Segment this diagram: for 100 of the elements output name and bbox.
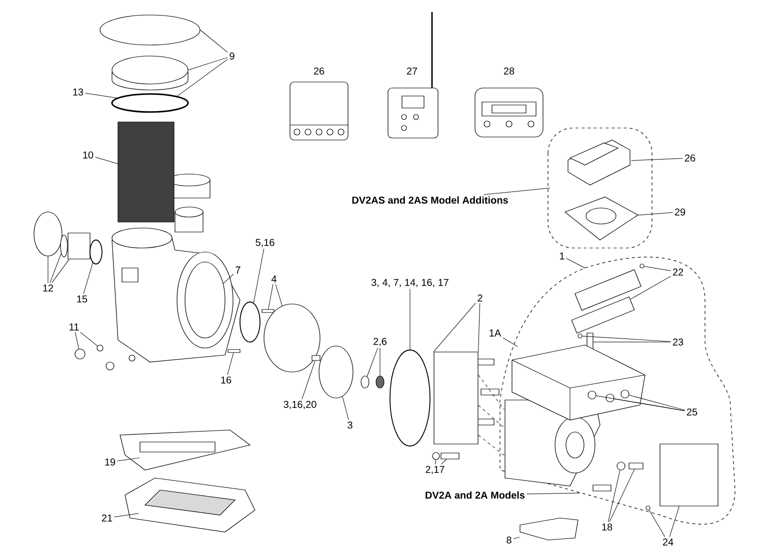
- leader-line: [83, 262, 94, 294]
- leader-line: [114, 513, 139, 518]
- pump-stand: [120, 430, 251, 470]
- callout-number: 4: [271, 276, 276, 282]
- callout-number: 12: [43, 284, 54, 292]
- callout-number: 3,16,20: [284, 400, 316, 410]
- pump-housing: [112, 228, 240, 362]
- group-label: DV2A and 2A Models: [426, 491, 525, 499]
- callout-number: 10: [83, 151, 94, 159]
- leader-line: [478, 434, 504, 456]
- callout-number: 27: [406, 68, 418, 74]
- tailpiece-o-ring: [90, 240, 102, 264]
- diffuser-pin: [262, 309, 274, 313]
- leader-line: [188, 57, 228, 70]
- callout-number: 24: [662, 538, 674, 546]
- leader-line: [631, 158, 683, 161]
- leader-line: [614, 398, 685, 412]
- callout-number: 29: [674, 208, 686, 216]
- leader-line: [608, 470, 620, 522]
- leader-line: [95, 156, 118, 164]
- callout-number: 5,16: [256, 238, 274, 248]
- leader-line: [648, 510, 666, 538]
- leader-line: [630, 276, 671, 300]
- impeller: [318, 346, 354, 398]
- callout-number: 25: [686, 408, 698, 416]
- callout-number: 28: [504, 67, 514, 75]
- leader-line: [85, 92, 118, 98]
- leader-line: [483, 188, 550, 195]
- leader-line: [177, 59, 228, 96]
- leader-line: [566, 258, 586, 268]
- seal-plate: [434, 352, 478, 444]
- callout-number: 3: [348, 421, 352, 429]
- leader-line: [513, 536, 520, 540]
- control-cover: [574, 269, 642, 311]
- callout-number: 22: [672, 268, 684, 276]
- leader-line: [80, 332, 98, 346]
- drain-plug: [96, 344, 104, 352]
- callout-number: 21: [102, 514, 112, 522]
- callout-number: 2,17: [426, 466, 444, 474]
- strainer-lid: [112, 56, 188, 90]
- callout-number: 1A: [490, 330, 502, 336]
- leader-line: [52, 259, 70, 284]
- leader-line: [638, 212, 673, 216]
- leader-line: [441, 459, 447, 464]
- leader-line: [50, 253, 62, 284]
- washer: [432, 452, 440, 460]
- cable-port: [588, 390, 596, 400]
- group-label: DV2AS and 2AS Model Additions: [352, 196, 508, 204]
- cover-screw: [640, 264, 644, 268]
- housing-o-ring: [240, 302, 260, 342]
- leader-line: [644, 266, 671, 272]
- bolt: [628, 462, 644, 470]
- cover-gasket: [571, 296, 635, 334]
- callout-number: 7: [236, 266, 240, 274]
- leader-line: [669, 506, 680, 538]
- callout-number: 26: [314, 67, 324, 75]
- seal-seat: [376, 376, 384, 388]
- leader-line: [502, 337, 518, 347]
- drain-plug: [74, 348, 86, 360]
- leader-line: [628, 394, 685, 410]
- callout-number: 19: [105, 458, 116, 466]
- leader-line: [117, 458, 140, 462]
- leader-line: [227, 352, 234, 376]
- seal-plate-o-ring: [390, 350, 430, 446]
- handle: [520, 518, 578, 540]
- cover-screw: [578, 334, 582, 338]
- cable-port: [606, 394, 614, 402]
- callout-number: 13: [73, 88, 84, 96]
- leader-line: [268, 284, 274, 310]
- housing-pin: [228, 349, 240, 353]
- callout-number: 18: [602, 523, 612, 531]
- leader-line: [74, 332, 80, 350]
- callout-number: 8: [506, 536, 512, 544]
- callout-number: 16: [221, 376, 232, 384]
- leader-line: [342, 396, 349, 420]
- callout-number: 9: [230, 52, 234, 60]
- leader-line: [478, 302, 480, 352]
- callout-number: 2,6: [374, 338, 387, 346]
- strainer-basket: [118, 122, 174, 222]
- leader-line: [275, 284, 282, 306]
- leader-line: [582, 336, 671, 342]
- callout-number: 15: [77, 296, 88, 302]
- callout-number: 23: [672, 338, 684, 346]
- shaft-seal: [360, 376, 370, 388]
- leader-line: [478, 374, 504, 410]
- callout-number: 2: [478, 294, 482, 302]
- leader-line: [435, 460, 436, 464]
- leader-line: [253, 248, 264, 304]
- diffuser: [264, 304, 320, 372]
- leader-line: [223, 274, 234, 284]
- callout-number: 3, 4, 7, 14, 16, 17: [371, 278, 448, 288]
- cable-port: [620, 390, 630, 398]
- leader-line: [366, 348, 378, 377]
- callout-number: 1: [560, 252, 564, 260]
- washer: [616, 462, 626, 470]
- callout-number: 26: [684, 154, 696, 162]
- union-gasket: [60, 234, 68, 258]
- leader-line: [200, 30, 228, 53]
- pump-base: [124, 478, 256, 532]
- impeller-screw: [312, 355, 320, 361]
